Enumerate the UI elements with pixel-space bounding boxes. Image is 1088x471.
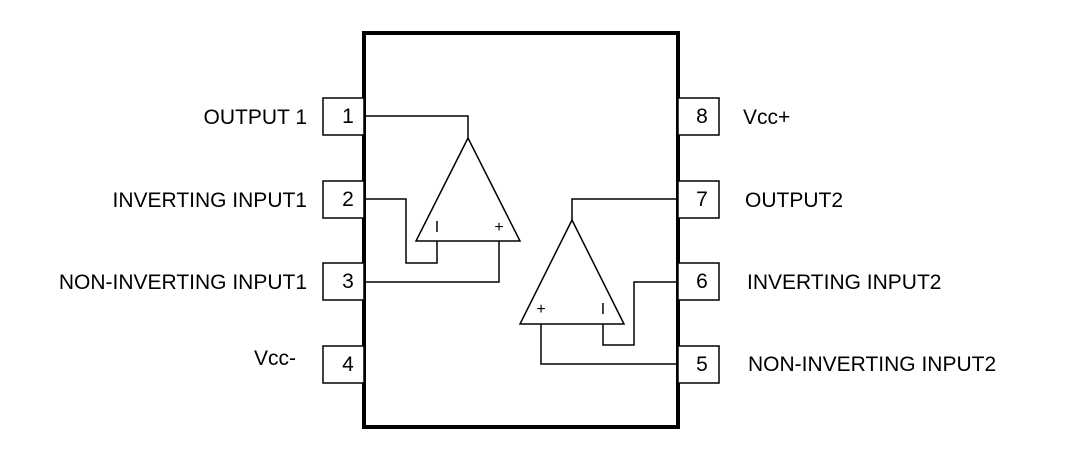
pin-3-label: NON-INVERTING INPUT1 bbox=[59, 271, 307, 294]
opamp-2-noninverting-wire bbox=[540, 324, 678, 365]
pin-2-number: 2 bbox=[342, 188, 354, 211]
opamp-1-inverting-wire bbox=[364, 198, 438, 264]
pin-4-label: Vcc- bbox=[254, 347, 296, 370]
pin-8-box bbox=[677, 97, 720, 136]
pin-5-label: NON-INVERTING INPUT2 bbox=[748, 353, 996, 376]
pin-2-label: INVERTING INPUT1 bbox=[113, 189, 307, 212]
pin-6-label: INVERTING INPUT2 bbox=[747, 271, 941, 294]
pin-6-number: 6 bbox=[696, 270, 708, 293]
pin-7-number: 7 bbox=[696, 188, 708, 211]
pin-1-number: 1 bbox=[342, 105, 354, 128]
opamp-2-inverting-wire bbox=[602, 281, 678, 346]
opamp-1-minus-sign: I bbox=[435, 219, 439, 236]
pin-6-box bbox=[677, 262, 720, 301]
pin-5-number: 5 bbox=[696, 353, 708, 376]
pin-8-label: Vcc+ bbox=[743, 106, 790, 129]
opamp-2-output-wire bbox=[571, 198, 678, 220]
pin-3-number: 3 bbox=[342, 270, 354, 293]
pin-4-box bbox=[322, 345, 365, 384]
pin-3-box bbox=[322, 262, 365, 301]
pin-4-number: 4 bbox=[342, 353, 354, 376]
pin-1-box bbox=[322, 97, 365, 136]
opamp-1-plus-sign: + bbox=[494, 219, 503, 236]
opamp-1-triangle bbox=[414, 136, 522, 242]
ic-package-body bbox=[362, 31, 680, 429]
opamp-2-plus-sign: + bbox=[536, 301, 545, 318]
pin-2-box bbox=[322, 180, 365, 219]
opamp-2-triangle bbox=[518, 218, 626, 325]
opamp-1-output-wire bbox=[364, 115, 469, 138]
pin-8-number: 8 bbox=[696, 105, 708, 128]
pin-7-label: OUTPUT2 bbox=[745, 189, 843, 212]
pin-1-label: OUTPUT 1 bbox=[204, 106, 307, 129]
opamp-1-noninverting-wire bbox=[364, 241, 500, 283]
opamp-2-minus-sign: I bbox=[601, 301, 605, 318]
